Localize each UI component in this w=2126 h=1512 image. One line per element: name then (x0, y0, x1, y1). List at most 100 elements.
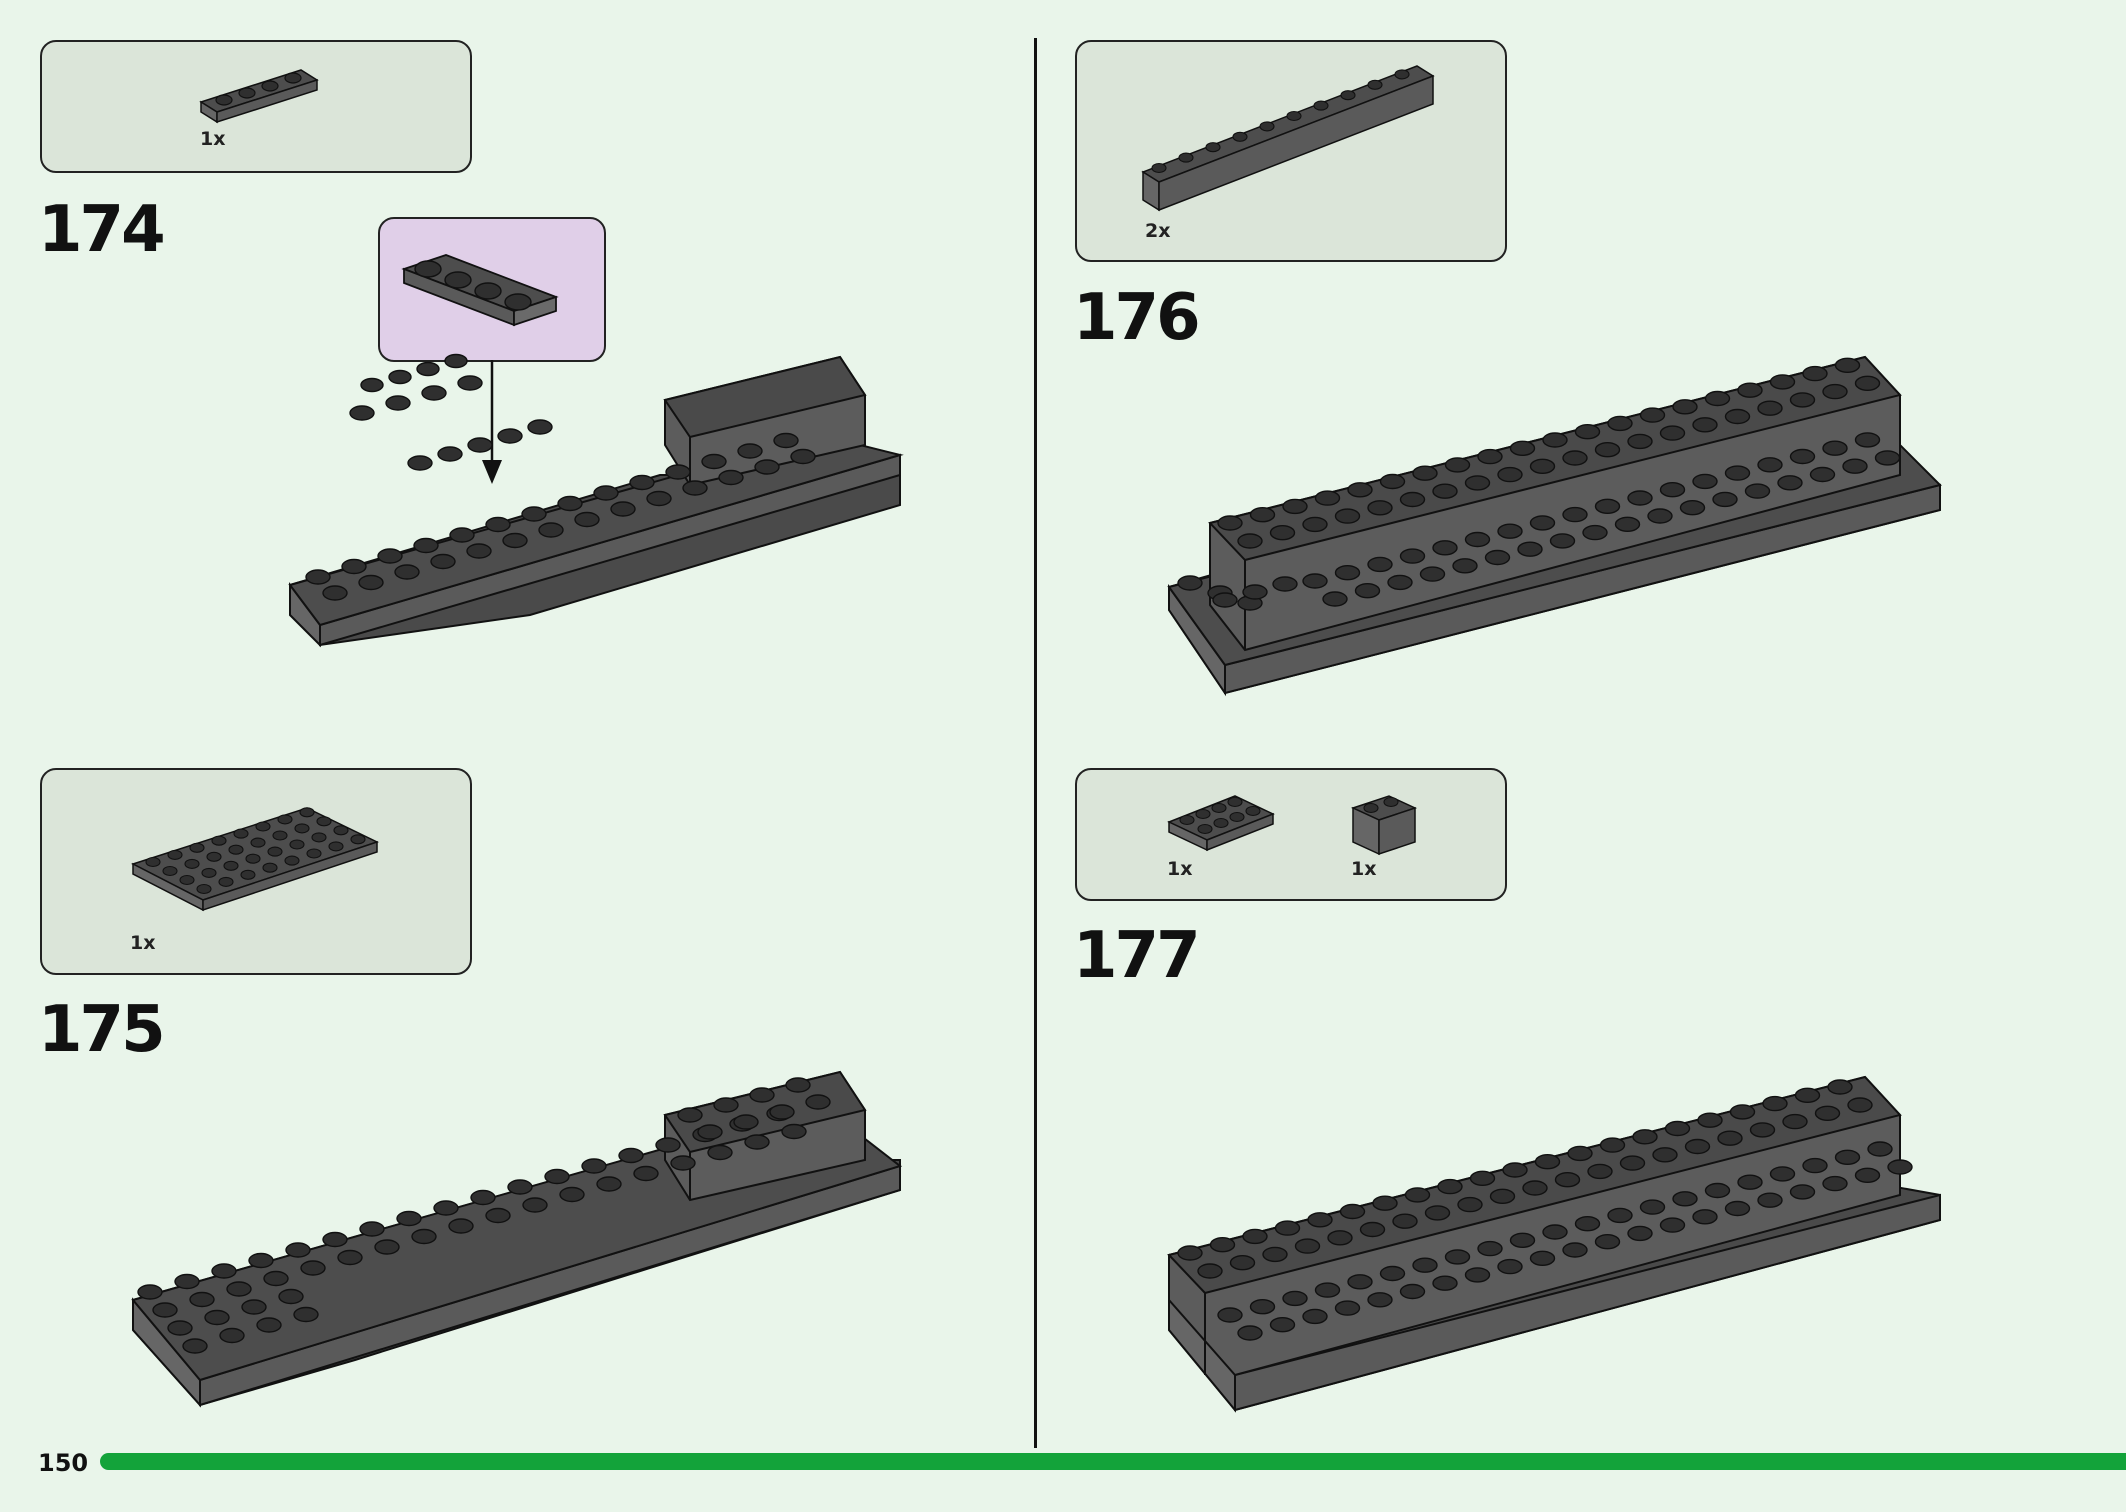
stud (1692, 1209, 1718, 1225)
stud (219, 1327, 245, 1344)
stud (255, 821, 271, 832)
stud (1574, 1215, 1601, 1232)
stud (581, 1158, 607, 1174)
stud (306, 848, 322, 859)
plate-2x4-icon (1167, 795, 1275, 852)
stud (407, 455, 433, 471)
stud (228, 844, 244, 855)
step-174-model (288, 353, 904, 648)
stud (805, 1094, 831, 1110)
stud (211, 1263, 237, 1279)
stud (785, 1077, 811, 1093)
stud (1404, 1187, 1431, 1203)
stud (1269, 1316, 1296, 1333)
stud (311, 832, 327, 843)
stud (1777, 475, 1803, 491)
stud (245, 853, 261, 864)
stud (1794, 1087, 1821, 1103)
stud (1302, 1308, 1328, 1325)
stud (328, 841, 344, 852)
stud (278, 1288, 304, 1305)
stud (1379, 473, 1406, 490)
stud (1822, 383, 1848, 400)
stud (1232, 131, 1248, 142)
stud (218, 876, 234, 887)
stud (1464, 475, 1491, 491)
stud (1452, 558, 1478, 574)
stud (527, 419, 553, 435)
stud (1489, 1188, 1516, 1205)
stud (1354, 582, 1381, 599)
stud (444, 353, 468, 369)
stud (1814, 1105, 1841, 1121)
step-number-177: 177 (1073, 919, 1201, 993)
stud (1854, 375, 1881, 391)
stud (733, 1114, 759, 1130)
stud (189, 842, 205, 853)
stud (1769, 374, 1796, 390)
stud (1259, 121, 1275, 132)
stud (1737, 382, 1763, 398)
stud (1249, 506, 1276, 523)
stud (618, 1147, 644, 1164)
stud (1567, 1145, 1593, 1162)
stud (1242, 1228, 1268, 1245)
stud (1599, 1137, 1626, 1153)
stud (262, 862, 278, 873)
stud (1789, 392, 1816, 408)
stud (201, 867, 217, 878)
stud (1334, 1300, 1361, 1316)
stud (1464, 531, 1491, 548)
stud (1217, 1307, 1243, 1323)
stud (388, 369, 412, 385)
stud (1151, 162, 1167, 174)
stud (1834, 1149, 1861, 1166)
stud (174, 1273, 200, 1290)
stud (1542, 432, 1568, 448)
stud (1627, 433, 1653, 450)
stud (1549, 533, 1576, 549)
stud (633, 1165, 659, 1182)
stud (1272, 576, 1298, 592)
step-174-parts-box: 1x (40, 40, 472, 173)
stud (1542, 1224, 1568, 1240)
stud (574, 511, 600, 528)
progress-bar (100, 1453, 2126, 1470)
stud (610, 501, 636, 517)
stud (167, 849, 183, 860)
stud (1684, 1138, 1711, 1155)
stud (1432, 540, 1458, 556)
stud (790, 448, 816, 465)
stud (1724, 465, 1751, 481)
stud (1619, 1155, 1646, 1171)
stud (1412, 465, 1438, 481)
stud (1757, 457, 1783, 473)
stud (1212, 592, 1238, 608)
stud (1724, 408, 1751, 425)
stud (1744, 483, 1771, 499)
stud (538, 522, 564, 538)
stud (670, 1155, 696, 1171)
stud (1574, 423, 1601, 440)
stud (1327, 1230, 1353, 1246)
stud (1842, 458, 1868, 474)
stud (1399, 1283, 1426, 1300)
stud (1659, 481, 1686, 498)
stud (1672, 399, 1698, 415)
page-divider (1034, 38, 1037, 1448)
stud (1729, 1104, 1756, 1120)
stud (433, 1200, 459, 1216)
stud (1554, 1171, 1581, 1188)
stud (1302, 516, 1328, 533)
part-quantity: 1x (130, 932, 156, 954)
stud (781, 1123, 807, 1140)
stud (1822, 1175, 1848, 1192)
stud (1679, 499, 1706, 516)
stud (1294, 1238, 1321, 1254)
stud (358, 574, 384, 591)
stud (1639, 1199, 1666, 1215)
stud (1854, 432, 1881, 448)
stud (718, 469, 744, 486)
stud (137, 1284, 163, 1300)
plate-1x4-callout-icon (401, 254, 559, 327)
